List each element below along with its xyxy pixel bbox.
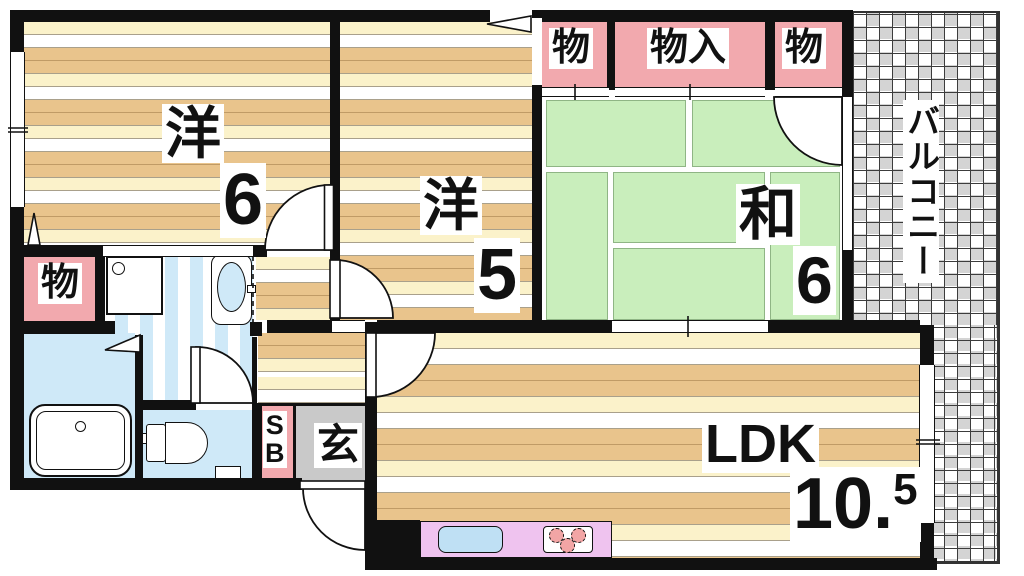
- entrance-label: 玄: [314, 423, 363, 468]
- top-wall-vent: [490, 10, 532, 22]
- stove-burner: [549, 528, 564, 543]
- wall: [135, 400, 196, 410]
- room-size-japanese6: 6: [793, 246, 836, 316]
- sliding-door-closet-b: [615, 87, 765, 97]
- sliding-door-closet-c: [775, 87, 842, 97]
- wall: [365, 322, 377, 522]
- closet-label-c: 物: [782, 28, 827, 69]
- tatami-mat: [546, 172, 608, 320]
- wall: [607, 10, 615, 90]
- vanity-faucet: [247, 285, 256, 293]
- ldk-size-sup: 5: [893, 465, 918, 514]
- closet-a-side-opening: [532, 18, 542, 85]
- wall: [10, 478, 302, 490]
- wall: [250, 322, 262, 336]
- closet-label-b: 物入: [647, 28, 730, 69]
- washing-machine-drain: [112, 262, 125, 275]
- floor-hallway-lower: [258, 333, 365, 403]
- wall: [267, 320, 332, 333]
- room-label-western6: 洋: [162, 104, 224, 164]
- toilet-bowl: [165, 422, 208, 464]
- wall: [14, 245, 103, 257]
- balcony-window-ldk: [919, 365, 935, 523]
- room-label-japanese6: 和: [736, 184, 801, 246]
- tatami-mat: [613, 248, 765, 320]
- sliding-door-japanese6-ldk: [612, 320, 768, 333]
- balcony-rail-right: [997, 11, 1000, 564]
- wall: [95, 245, 105, 333]
- wall: [768, 320, 920, 333]
- wall: [252, 403, 262, 481]
- shoe-box-line2: B: [265, 437, 285, 468]
- stove-burner: [571, 528, 586, 543]
- room-size-western6: 6: [220, 163, 267, 239]
- kitchen-sink: [438, 526, 503, 553]
- shoe-box-line1: S: [265, 410, 284, 440]
- wall-thin: [293, 406, 296, 481]
- partition-window-washroom: [103, 245, 253, 257]
- floor-hallway-upper: [256, 257, 330, 320]
- wall: [10, 10, 853, 22]
- toilet-tank: [146, 424, 166, 462]
- opening-hall: [332, 320, 365, 333]
- window: [10, 52, 25, 207]
- ldk-size-main: 10.: [793, 464, 894, 544]
- bathtub-inner: [36, 411, 125, 470]
- washing-machine-pan: [106, 256, 163, 315]
- shoe-box-label: S B: [263, 410, 287, 469]
- door-arc-entrance: [302, 487, 366, 551]
- bathtub-drain: [75, 421, 86, 432]
- room-size-ldk: 10.5: [790, 464, 921, 544]
- balcony-rail-top: [853, 11, 1000, 13]
- balcony-deck-lower: [934, 325, 997, 562]
- wall: [252, 337, 257, 403]
- vanity-basin: [217, 262, 246, 312]
- balcony-rail-bottom: [934, 561, 1000, 564]
- balcony-label: バルコニー: [903, 100, 940, 283]
- room-size-western5: 5: [474, 238, 521, 314]
- sliding-door-closet-a: [542, 87, 609, 97]
- wall: [253, 245, 267, 257]
- tatami-mat: [692, 100, 840, 167]
- wall: [330, 10, 340, 320]
- balcony-door-japanese6: [842, 97, 853, 250]
- wall: [765, 10, 775, 90]
- closet-label-a: 物: [549, 28, 594, 69]
- wall: [532, 10, 542, 320]
- wall: [377, 320, 612, 333]
- room-label-ldk: LDK: [702, 416, 819, 474]
- wall: [365, 558, 937, 570]
- tatami-mat: [546, 100, 686, 167]
- entrance-step-line: [258, 403, 365, 406]
- room-label-western5: 洋: [420, 176, 482, 236]
- closet-label-left: 物: [38, 263, 83, 304]
- stove-burner: [560, 538, 575, 553]
- wall: [14, 321, 115, 334]
